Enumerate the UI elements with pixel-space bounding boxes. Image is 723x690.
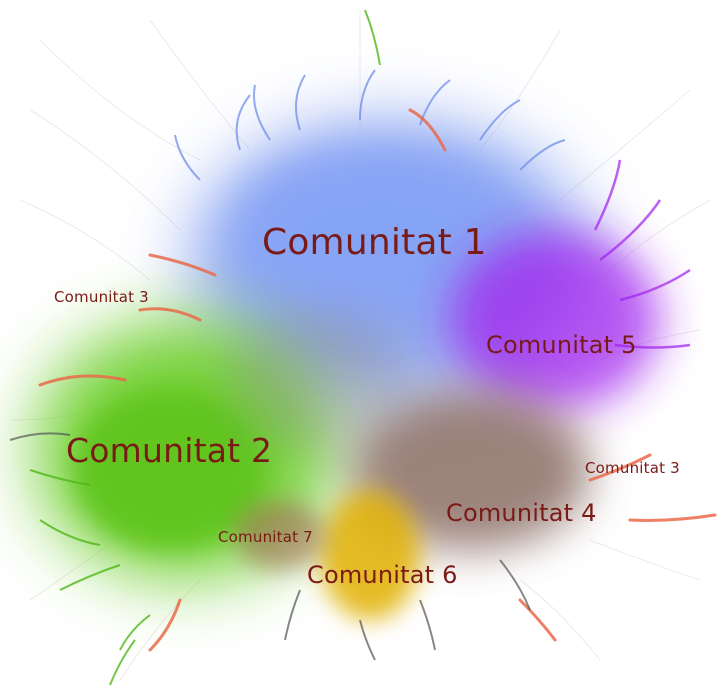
community-4-label: Comunitat 4 [446,499,597,527]
community-6-label: Comunitat 6 [307,561,458,589]
community-center-mix [230,310,410,450]
community-1-label: Comunitat 1 [262,222,487,263]
community-6-blob [320,490,420,620]
community-4-blob [350,390,590,550]
community-7-blob [235,500,325,570]
community-2-label: Comunitat 2 [66,431,273,470]
community-7-label: Comunitat 7 [218,528,313,546]
community-3-edges [38,108,717,652]
community-5-blob [450,230,660,410]
community-blobs [35,120,660,620]
community-2-core [75,390,265,550]
community-1-core [240,150,520,310]
community-5-edges [593,159,691,349]
community-3-label-right: Comunitat 3 [585,459,680,477]
community-2-edges [29,9,381,686]
community-5-label: Comunitat 5 [486,331,637,359]
community-4-edges [9,432,531,661]
community-3-label-left: Comunitat 3 [54,288,149,306]
community-1-edges [174,69,566,181]
